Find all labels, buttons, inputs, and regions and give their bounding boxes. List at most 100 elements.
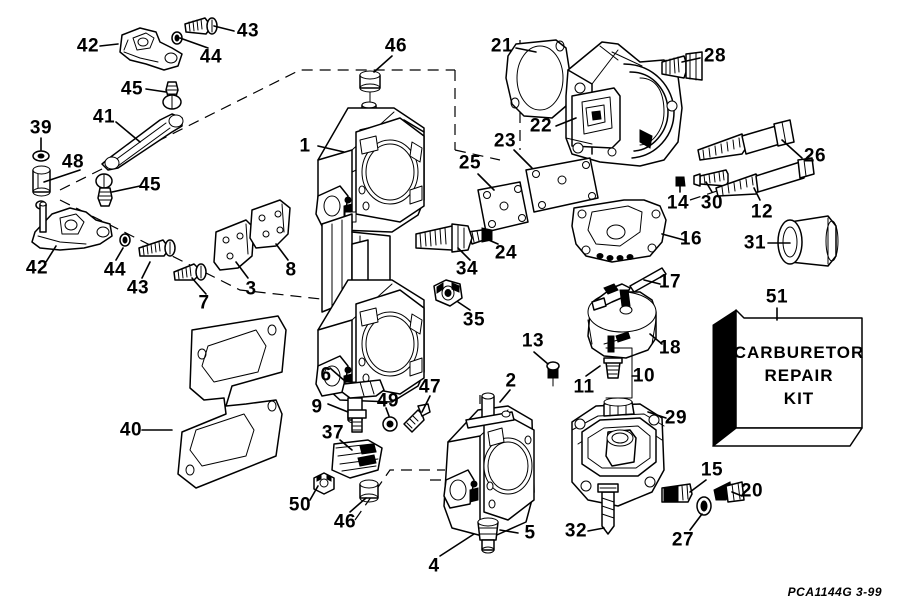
callout-nut-small: 14 xyxy=(666,192,690,214)
callout-fuel-fitting: 34 xyxy=(455,258,479,280)
callout-drain-screw: 5 xyxy=(524,522,536,544)
screw-bracket xyxy=(173,263,207,281)
callout-drain-plug: 4 xyxy=(428,555,440,577)
plug-fitting xyxy=(713,481,745,503)
screw-long xyxy=(715,157,815,197)
bolt-long xyxy=(697,119,795,161)
callout-float-hinge-pin: 17 xyxy=(658,271,682,293)
repair-kit-box: CARBURETOR REPAIR KIT xyxy=(712,309,865,447)
callout-cover-plate-lower: 25 xyxy=(458,152,482,174)
nut-lock xyxy=(313,472,335,495)
callout-spring-clip: 37 xyxy=(321,422,345,444)
callout-screw-lever-lower: 43 xyxy=(126,277,150,299)
washer-lever-lower xyxy=(119,233,131,247)
callout-screw-follower: 9 xyxy=(311,396,323,418)
fuel-fitting xyxy=(415,223,473,253)
callout-throttle-lever-upper: 42 xyxy=(76,35,100,57)
callout-ball-stud-upper: 45 xyxy=(120,78,144,100)
screw-float-seat xyxy=(546,361,560,387)
callout-repair-kit-box: 51 xyxy=(765,286,789,308)
callout-washer-idle: 49 xyxy=(376,390,400,412)
callout-throttle-lever-lower: 42 xyxy=(25,257,49,279)
cam-follower xyxy=(341,379,385,399)
callout-screw-long: 12 xyxy=(750,201,774,223)
drain-plug xyxy=(477,517,499,554)
callout-washer-tiny: 39 xyxy=(29,117,53,139)
carburetor-body-upper xyxy=(315,70,425,424)
callout-cam-follower: 6 xyxy=(320,364,332,386)
callout-bushing-link: 48 xyxy=(61,151,85,173)
float xyxy=(587,283,657,359)
callout-plug-fitting: 20 xyxy=(740,480,764,502)
intake-manifold xyxy=(565,41,683,167)
kit-line-2: REPAIR xyxy=(765,366,834,385)
callout-screw-bracket: 7 xyxy=(198,292,210,314)
plug-top xyxy=(359,70,381,93)
ball-stud-upper xyxy=(162,81,182,110)
kit-line-3: KIT xyxy=(784,389,814,408)
inlet-needle xyxy=(603,331,631,379)
callout-link-rod: 41 xyxy=(92,106,116,128)
callout-washer-lever-upper: 44 xyxy=(199,46,223,68)
callout-screw-bowl: 32 xyxy=(564,520,588,542)
screw-idle xyxy=(403,403,431,433)
bracket-small xyxy=(213,219,255,271)
callout-carburetor-body-lower: 2 xyxy=(505,370,517,392)
callout-float: 18 xyxy=(658,337,682,359)
gasket-base xyxy=(177,315,287,489)
callout-inlet-needle: 11 xyxy=(573,376,595,398)
callout-gasket-manifold: 16 xyxy=(679,228,703,250)
callout-washer-jet: 27 xyxy=(671,529,695,551)
callout-plug-bottom: 46 xyxy=(333,511,357,533)
main-jet xyxy=(661,483,693,503)
callout-bushing-cup: 31 xyxy=(743,232,767,254)
screw-lever-upper xyxy=(184,17,218,35)
carburetor-body-lower xyxy=(443,392,535,539)
callout-plug-top: 46 xyxy=(384,35,408,57)
callout-intake-manifold: 22 xyxy=(529,115,553,137)
washer-idle xyxy=(382,416,398,432)
screw-lever-lower xyxy=(138,239,176,257)
callout-screw-short: 30 xyxy=(700,192,724,214)
callout-nut-fitting: 35 xyxy=(462,309,486,331)
washer-lever-upper xyxy=(171,31,183,45)
callout-float-bowl: 29 xyxy=(664,407,688,429)
diagram-reference-code: PCA1144G 3-99 xyxy=(787,585,882,599)
callout-ball-stud-lower: 45 xyxy=(138,174,162,196)
bushing-link xyxy=(32,165,51,197)
float-hinge-pin xyxy=(629,267,667,293)
callout-bolt-long: 26 xyxy=(803,145,827,167)
bushing-cup xyxy=(777,215,839,267)
nut-fitting xyxy=(433,279,463,307)
callout-bracket-large: 8 xyxy=(285,259,297,281)
callout-bracket-small: 3 xyxy=(245,278,257,300)
gasket-manifold xyxy=(571,199,667,263)
screw-bowl xyxy=(597,483,619,535)
callout-gasket-base: 40 xyxy=(119,419,143,441)
cover-plate-upper xyxy=(525,157,599,213)
callout-main-jet: 15 xyxy=(700,459,724,481)
callout-bolt-hex: 28 xyxy=(703,45,727,67)
throttle-lever-upper xyxy=(119,27,183,71)
gasket-intake xyxy=(505,39,571,119)
callout-leader-lines xyxy=(40,25,803,557)
ball-stud-lower xyxy=(95,173,113,207)
throttle-lever-lower xyxy=(31,201,113,251)
kit-line-1: CARBURETOR xyxy=(734,343,865,362)
callout-gasket-intake: 21 xyxy=(490,35,514,57)
screw-short xyxy=(693,169,729,187)
washer-tiny xyxy=(32,150,50,162)
washer-jet xyxy=(696,496,712,516)
plug-bottom xyxy=(359,479,379,503)
callout-carburetor-body-upper: 1 xyxy=(299,135,311,157)
callout-screw-idle: 47 xyxy=(418,376,442,398)
callout-inlet-needle-seat-assembly: 10 xyxy=(632,365,656,387)
bracket-large xyxy=(249,199,291,249)
spring-clip xyxy=(331,439,383,479)
callout-screw-plate: 24 xyxy=(494,242,518,264)
callout-washer-lever-lower: 44 xyxy=(103,259,127,281)
float-bowl xyxy=(571,397,665,507)
cover-plate-lower xyxy=(477,181,529,233)
